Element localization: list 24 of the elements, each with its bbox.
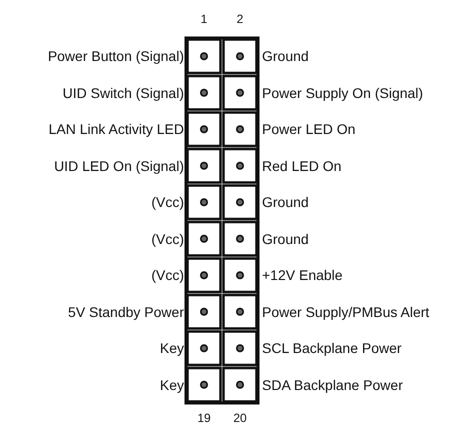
- pin-label: Ground: [262, 48, 309, 64]
- pin-label: Power Supply On (Signal): [262, 84, 424, 101]
- pin-label: (Vcc): [151, 267, 184, 284]
- pin-label: SDA Backplane Power: [262, 376, 403, 393]
- pin-label: (Vcc): [151, 230, 184, 247]
- pin-label: Power Button (Signal): [48, 48, 184, 64]
- pin-label: LAN Link Activity LED: [48, 121, 184, 138]
- pin-label: Key: [160, 376, 184, 393]
- pin-label: 5V Standby Power: [68, 304, 184, 320]
- pin-label: UID LED On (Signal): [54, 158, 184, 174]
- pin-label: Key: [160, 340, 184, 356]
- pin-label: Ground: [262, 230, 309, 247]
- pin-number: 19: [196, 411, 212, 425]
- pin-number: 20: [232, 411, 248, 425]
- pin-number: 2: [236, 12, 244, 26]
- pin-label: Power LED On: [262, 121, 356, 138]
- pin-number: 1: [200, 12, 208, 26]
- pin-label: Ground: [262, 194, 309, 210]
- pin-label: (Vcc): [151, 194, 184, 210]
- pin-label: UID Switch (Signal): [62, 84, 184, 101]
- pin-label: Power Supply/PMBus Alert: [262, 304, 430, 320]
- pin-label: SCL Backplane Power: [262, 340, 402, 356]
- pin-label: +12V Enable: [262, 267, 343, 284]
- pin-label: Red LED On: [262, 158, 342, 174]
